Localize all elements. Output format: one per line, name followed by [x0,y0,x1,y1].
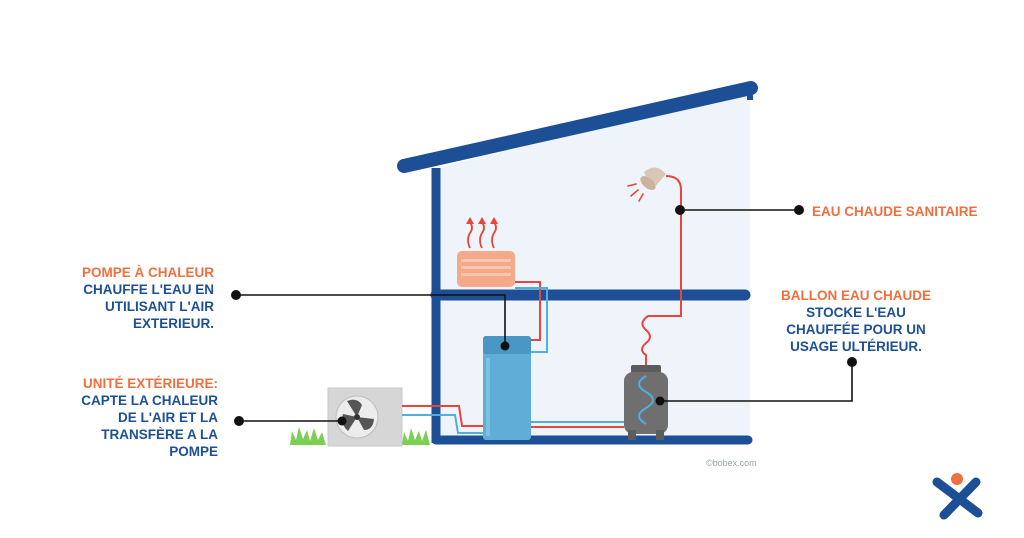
credit-text: ©bobex.com [706,458,757,468]
hot-water-outlet-title: EAU CHAUDE SANITAIRE [812,204,978,219]
heat-pump-label: POMPE À CHALEUR CHAUFFE L'EAU EN UTILISA… [40,264,214,332]
outdoor-unit-label: UNITÉ EXTÉRIEURE: CAPTE LA CHALEUR DE L'… [40,375,218,460]
hot-water-outlet-label: EAU CHAUDE SANITAIRE [812,203,1012,220]
pipe-outdoor-to-pump [402,405,484,434]
outdoor-unit-desc-3: TRANSFÈRE A LA [101,427,218,442]
bobex-logo-icon [932,473,983,520]
hot-water-tank-desc-3: USAGE ULTÉRIEUR. [790,339,922,354]
heat-pump-desc-3: EXTERIEUR. [132,316,214,331]
radiator-icon [457,217,515,287]
outdoor-unit-desc-1: CAPTE LA CHALEUR [81,393,218,408]
outdoor-unit-title: UNITÉ EXTÉRIEURE: [82,376,218,391]
hot-water-tank-desc-2: CHAUFFÉE POUR UN [786,322,926,337]
outdoor-unit-desc-2: DE L'AIR ET LA [118,410,218,425]
outdoor-fan-icon [327,387,403,447]
pipe-radiator-to-pump [515,281,548,353]
hot-water-tank-label: BALLON EAU CHAUDE STOCKE L'EAU CHAUFFÉE … [760,287,952,355]
hot-water-tank-desc-1: STOCKE L'EAU [806,305,906,320]
pipe-pump-to-tank [530,421,628,428]
hot-water-tank-icon [624,365,668,440]
callout-dots [231,205,857,426]
pipe-tank-to-shower [641,175,682,368]
hot-water-tank-title: BALLON EAU CHAUDE [781,288,931,303]
heat-pump-unit [483,336,531,440]
grass [290,427,430,445]
outdoor-unit-desc-4: POMPE [169,444,218,459]
heat-pump-desc-1: CHAUFFE L'EAU EN [83,282,214,297]
heat-pump-title: POMPE À CHALEUR [81,265,214,280]
shower-head-icon [627,167,666,202]
heat-pump-desc-2: UTILISANT L'AIR [105,299,214,314]
callout-lines [236,209,853,422]
